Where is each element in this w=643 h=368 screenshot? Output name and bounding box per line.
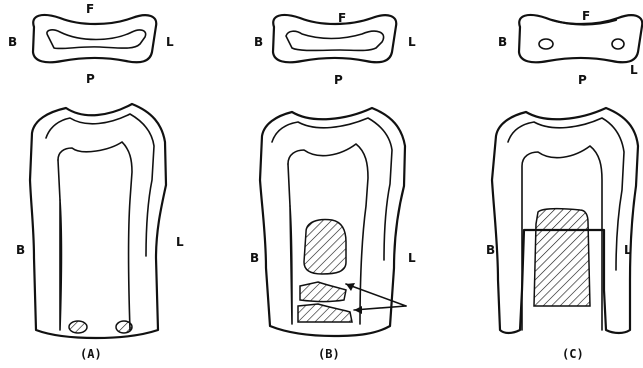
panel-b-root-left-wall: [288, 164, 290, 206]
panel-a-root-label-l: L: [176, 235, 184, 249]
panel-b-fractured-segment-upper: [300, 282, 346, 302]
panel-c-cross-canal-left: [539, 39, 553, 49]
panel-c-label-f: F: [582, 9, 590, 23]
panel-c-cross-canal-right: [612, 39, 624, 49]
panel-b: F B L P B L (B): [250, 11, 416, 361]
panel-c-label-b: B: [498, 35, 507, 49]
panel-a-cross-canal: [47, 30, 146, 49]
panel-a-root-label-b: B: [16, 243, 25, 257]
panel-a-pulp-canal: [58, 142, 132, 330]
panel-c-root-label-b: B: [486, 243, 495, 257]
panel-a-long-section: B L: [16, 104, 184, 338]
panel-a-tooth-outline: [30, 104, 166, 338]
panel-b-root-label-b: B: [250, 251, 259, 265]
panel-b-label-l: L: [408, 35, 416, 49]
panel-c-caption: (C): [562, 347, 584, 361]
panel-c-label-p: P: [578, 73, 587, 87]
panel-c-root-label-l: L: [624, 243, 632, 257]
panel-b-fractured-segment-lower: [298, 304, 352, 322]
panel-b-label-f: F: [338, 11, 346, 25]
panel-c-cross-section: F B L P: [498, 9, 642, 87]
panel-c: F B L P B L (C): [486, 9, 642, 361]
panel-a-apical-filling-right: [116, 321, 132, 333]
panel-c-label-l: L: [630, 63, 638, 77]
panel-a-label-f: F: [86, 2, 94, 16]
panel-a-apical-filling-left: [69, 321, 87, 333]
panel-a-cross-outer: [33, 15, 156, 62]
panel-b-arrow-lower-head: [354, 306, 362, 314]
panel-b-arrow-upper-line: [346, 284, 406, 306]
panel-b-label-p: P: [334, 73, 343, 87]
panel-a-cross-section: F B L P: [8, 2, 174, 86]
panel-a-dentin-line: [46, 114, 154, 256]
panel-c-cross-outer: [519, 15, 642, 62]
panel-c-canal-filling: [534, 209, 590, 306]
panel-b-root-label-l: L: [408, 251, 416, 265]
panel-a-root-left-wall: [58, 160, 60, 200]
panel-a-label-l: L: [166, 35, 174, 49]
panel-b-cross-section: F B L P: [254, 11, 416, 87]
panel-b-caption: (B): [318, 347, 340, 361]
panel-a-label-p: P: [86, 72, 95, 86]
panel-a-label-b: B: [8, 35, 17, 49]
panel-b-coronal-filling: [304, 220, 346, 275]
panel-b-cross-canal: [286, 31, 384, 50]
panel-b-label-b: B: [254, 35, 263, 49]
panel-a-caption: (A): [80, 347, 102, 361]
panel-a: F B L P B L (A): [8, 2, 184, 361]
panel-b-long-section: B L: [250, 108, 416, 336]
panel-c-long-section: B L: [486, 108, 638, 333]
